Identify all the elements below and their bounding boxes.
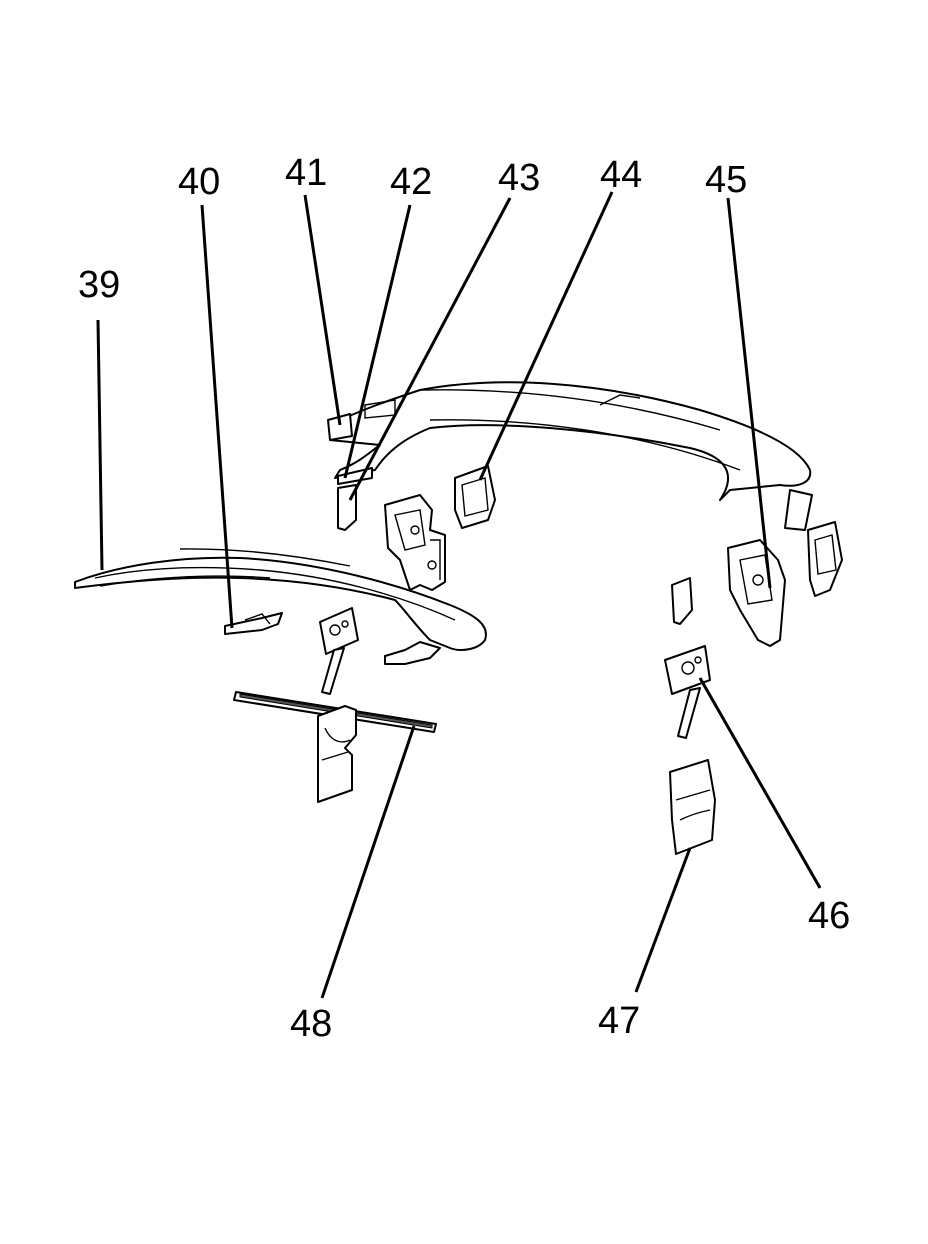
callout-47: 47 — [598, 1000, 640, 1042]
callout-43: 43 — [498, 157, 540, 199]
part-40-hinge — [224, 612, 283, 635]
leader-41 — [303, 194, 342, 426]
part-right-bracket — [671, 577, 693, 625]
part-left-shield — [317, 705, 357, 803]
leader-40 — [200, 204, 234, 629]
callout-48: 48 — [290, 1003, 332, 1045]
callout-labels: 39 40 41 42 43 44 45 46 47 48 — [78, 152, 850, 1045]
callout-44: 44 — [600, 154, 642, 196]
leader-39 — [96, 319, 104, 571]
callout-41: 41 — [285, 152, 327, 194]
leader-42 — [343, 204, 412, 479]
leader-43 — [348, 197, 512, 501]
callout-46: 46 — [808, 895, 850, 937]
part-left-latch — [384, 641, 441, 665]
part-45-right-absorber — [727, 521, 843, 647]
leader-45 — [726, 197, 772, 589]
leader-48 — [320, 725, 416, 999]
callout-40: 40 — [178, 161, 220, 203]
callout-45: 45 — [705, 159, 747, 201]
part-46-right-plate — [664, 645, 711, 739]
leader-47 — [634, 847, 692, 993]
callout-39: 39 — [78, 264, 120, 306]
leader-44 — [478, 191, 614, 481]
part-left-absorber — [384, 494, 446, 591]
part-47-right-shield — [669, 759, 716, 855]
callout-42: 42 — [390, 161, 432, 203]
part-44-mount — [454, 465, 496, 529]
leader-lines — [96, 191, 822, 999]
leader-46 — [698, 677, 822, 889]
part-39-bumper-front — [74, 548, 487, 651]
part-left-plate-arm — [319, 607, 359, 695]
